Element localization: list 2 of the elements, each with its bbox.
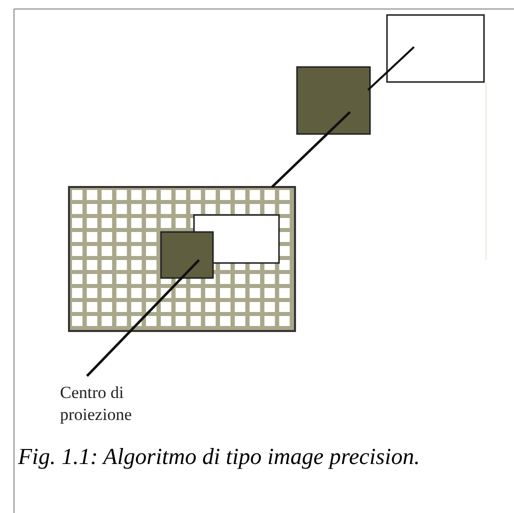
point-label: Centro di proiezione [60,382,133,426]
figure-caption: Fig. 1.1: Algoritmo di tipo image precision. [18,443,421,471]
